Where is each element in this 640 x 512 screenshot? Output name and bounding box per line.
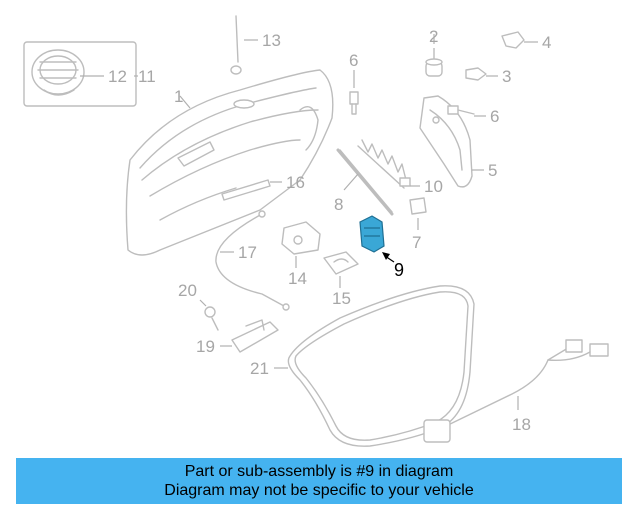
- callout-18: 18: [512, 415, 531, 434]
- callout-16: 16: [286, 173, 305, 192]
- part-2-bump-stop: [425, 48, 443, 77]
- part-14-latch: [281, 221, 321, 268]
- part-1-trunk-lid: [125, 69, 334, 256]
- callout-5: 5: [488, 161, 497, 180]
- callout-1: 1: [174, 87, 183, 106]
- callout-9: 9: [394, 260, 404, 280]
- callout-8: 8: [334, 195, 343, 214]
- banner-line-1: Part or sub-assembly is #9 in diagram: [184, 463, 454, 480]
- part-10-strut-spring: [357, 139, 420, 189]
- callout-21: 21: [250, 359, 269, 378]
- part-20-screw: [199, 299, 219, 331]
- part-19-striker-plate: [220, 319, 279, 353]
- lock-actuator-inset: [23, 41, 137, 107]
- callout-11: 11: [138, 67, 156, 86]
- part-18-harness: [423, 339, 609, 443]
- part-6-bolt-upper: [349, 70, 359, 115]
- callout-3: 3: [502, 67, 511, 86]
- callout-19: 19: [196, 337, 215, 356]
- part-7-bumper: [409, 197, 427, 230]
- callout-7: 7: [412, 233, 421, 252]
- callout-15: 15: [332, 289, 351, 308]
- callout-10: 10: [424, 177, 443, 196]
- callout-13: 13: [262, 31, 281, 50]
- callout-4: 4: [542, 33, 551, 52]
- callout-20: 20: [178, 281, 197, 300]
- part-4-grommet: [501, 31, 538, 49]
- part-6-bolt-right: [447, 105, 486, 117]
- part-16-bracket: [221, 179, 282, 201]
- info-banner: Part or sub-assembly is #9 in diagram Di…: [16, 458, 622, 504]
- callout-12: 12: [108, 67, 127, 86]
- callout-6-upper: 6: [349, 51, 358, 70]
- part-17-cable: [215, 210, 290, 311]
- part-13-rod: [230, 15, 258, 75]
- part-8-strut: [336, 148, 394, 216]
- callout-14: 14: [288, 269, 307, 288]
- callout-2: 2: [429, 27, 438, 46]
- callout-17: 17: [238, 243, 257, 262]
- callout-6-right: 6: [490, 107, 499, 126]
- part-15-striker: [323, 251, 359, 288]
- banner-line-2: Diagram may not be specific to your vehi…: [164, 482, 474, 499]
- part-3-clip: [465, 67, 498, 81]
- part-9-latch-bracket: [359, 215, 395, 263]
